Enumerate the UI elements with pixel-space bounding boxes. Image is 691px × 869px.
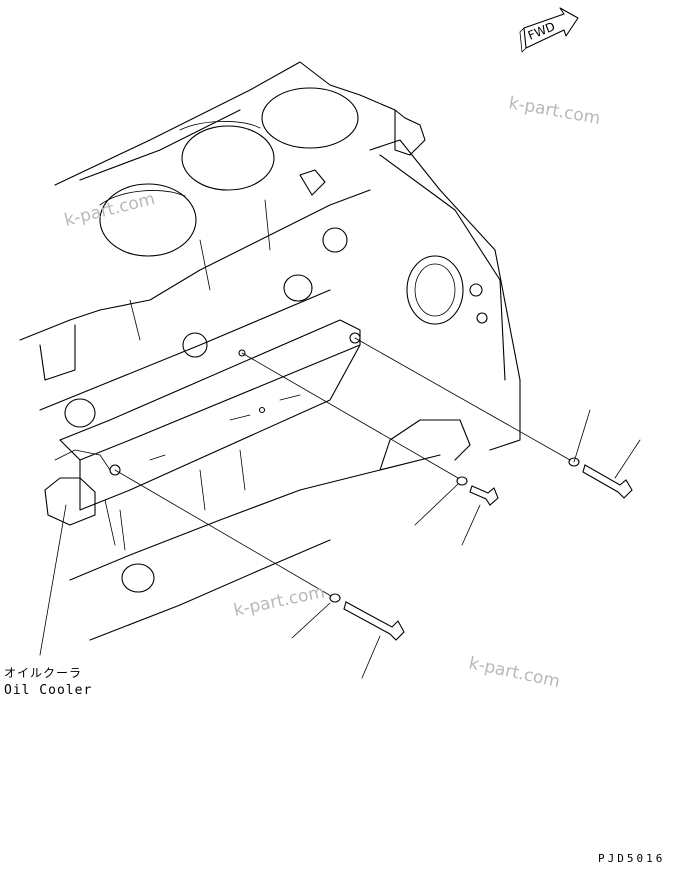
assembly-lines <box>114 337 571 597</box>
fwd-label: FWD <box>526 19 557 42</box>
bolt-long-right <box>568 457 633 499</box>
callout-leaders <box>39 409 641 679</box>
drawing-code: PJD5016 <box>598 852 665 865</box>
bolt-long-lower <box>329 593 405 641</box>
watermark: k-part.com <box>467 653 562 692</box>
part-label-english: Oil Cooler <box>4 683 92 698</box>
engine-block <box>19 61 521 641</box>
watermark: k-part.com <box>232 582 327 621</box>
watermark: k-part.com <box>62 189 157 231</box>
bolt-short-middle <box>456 476 499 506</box>
oil-cooler <box>44 319 361 526</box>
fwd-arrow-icon: FWD <box>519 7 579 53</box>
part-label-japanese: オイルクーラ <box>4 666 82 680</box>
watermark: k-part.com <box>507 93 602 129</box>
